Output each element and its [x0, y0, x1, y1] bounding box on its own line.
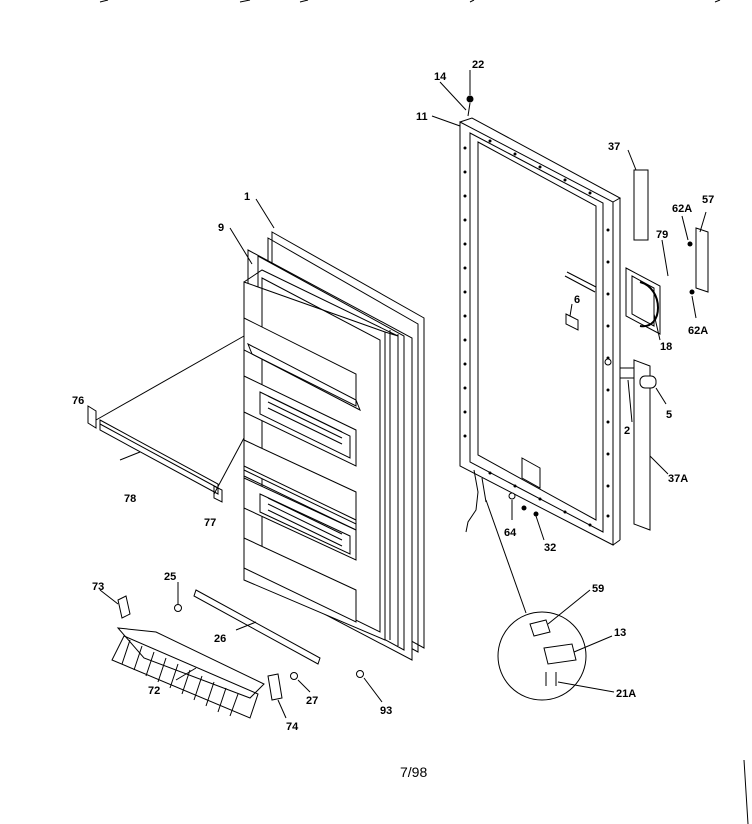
callout-79: 79: [656, 229, 668, 241]
callout-37a: 37A: [668, 473, 688, 485]
callout-1: 1: [244, 191, 250, 203]
door-liner: [243, 231, 425, 661]
callout-21a: 21A: [616, 688, 636, 700]
callout-62a-bottom: 62A: [688, 325, 708, 337]
callout-73: 73: [92, 581, 104, 593]
callout-14: 14: [434, 71, 447, 83]
callout-2: 2: [624, 425, 630, 437]
callout-5: 5: [666, 409, 672, 421]
detail-circle: [485, 499, 587, 701]
callout-11: 11: [416, 111, 428, 123]
scan-edge-artifact: [743, 759, 749, 824]
leader-lines: [95, 70, 707, 719]
callout-27: 27: [306, 695, 318, 707]
callout-78: 78: [124, 493, 136, 505]
callout-76: 76: [72, 395, 84, 407]
callout-62a-top: 62A: [672, 203, 692, 215]
footer-date-code: 7/98: [400, 764, 427, 780]
shelf-bar-78: [87, 405, 223, 503]
handle-assembly: [604, 169, 709, 531]
callout-59: 59: [592, 583, 604, 595]
scan-artifacts: [99, 0, 721, 3]
callout-37: 37: [608, 141, 620, 153]
callout-72: 72: [148, 685, 160, 697]
small-screws: [174, 492, 539, 680]
screw-22: [466, 95, 474, 117]
callout-64: 64: [504, 527, 517, 539]
door-screw-holes: [463, 139, 610, 527]
callout-93: 93: [380, 705, 392, 717]
callout-13: 13: [614, 627, 626, 639]
wire-shelf-hatching: [267, 395, 343, 547]
callout-22: 22: [472, 59, 484, 71]
basket-72: [111, 595, 283, 719]
callout-18: 18: [660, 341, 672, 353]
door-outer-panel: [459, 117, 622, 546]
callout-6: 6: [574, 294, 580, 306]
callout-57: 57: [702, 194, 714, 206]
callout-32: 32: [544, 542, 556, 554]
callout-26: 26: [214, 633, 226, 645]
callout-74: 74: [286, 721, 299, 733]
callout-77: 77: [204, 517, 216, 529]
callout-9: 9: [218, 222, 224, 234]
latch-wiring: [465, 469, 487, 533]
callout-25: 25: [164, 571, 176, 583]
callout-labels: 1 9 76 78 77 73 25 26 72 74 27 93 14 22 …: [72, 59, 714, 733]
shelf-bar-26: [193, 589, 321, 665]
